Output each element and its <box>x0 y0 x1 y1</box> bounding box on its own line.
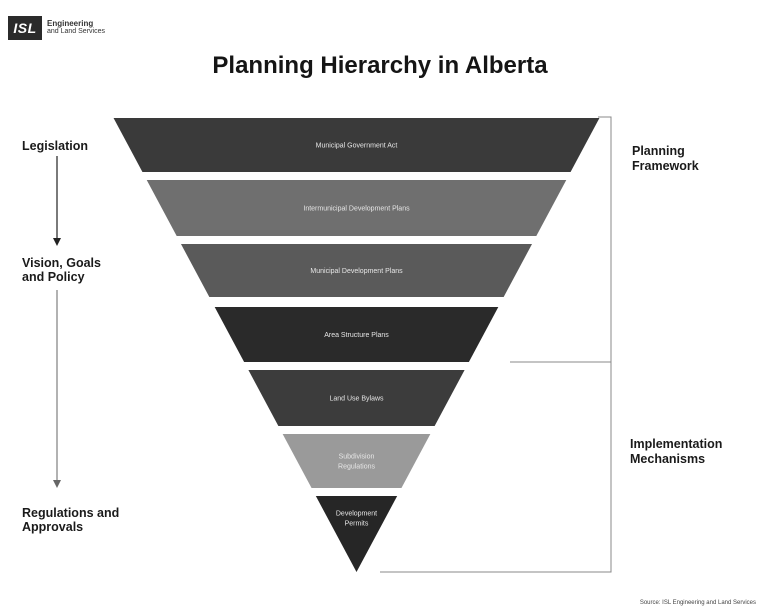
arrow-head-upper <box>53 238 61 246</box>
logo-mark: ISL <box>8 16 42 40</box>
pyramid-level-2 <box>146 180 567 236</box>
label-implementation-line-1: Implementation <box>630 437 723 451</box>
bracket-implementation <box>380 361 612 573</box>
label-vision-line-1: Vision, Goals <box>22 256 101 270</box>
label-regulations-approvals: Regulations and Approvals <box>22 506 119 534</box>
pyramid-level-3-label: Municipal Development Plans <box>310 268 403 275</box>
pyramid-level-6 <box>282 434 431 488</box>
left-arrows <box>53 156 61 488</box>
label-vision-goals-policy: Vision, Goals and Policy <box>22 256 101 284</box>
label-vision-line-2: and Policy <box>22 270 85 284</box>
label-legislation: Legislation <box>22 139 88 153</box>
right-brackets <box>380 116 612 573</box>
label-regulations-line-1: Regulations and <box>22 506 120 520</box>
pyramid-level-4-label: Area Structure Plans <box>324 332 389 339</box>
pyramid-level-5-label: Land Use Bylaws <box>329 396 384 403</box>
page-title: Planning Hierarchy in Alberta <box>212 52 548 79</box>
label-implementation-mechanisms: Implementation Mechanisms <box>630 437 722 467</box>
pyramid-level-6-label: Regulations <box>338 464 375 471</box>
isl-logo: ISL Engineering and Land Services <box>8 16 105 40</box>
pyramid-level-6-label: Subdivision <box>339 454 375 461</box>
label-implementation-line-2: Mechanisms <box>630 452 706 466</box>
source-note: Source: ISL Engineering and Land Service… <box>639 600 756 606</box>
label-regulations-line-2: Approvals <box>22 520 84 534</box>
logo-line-1: Engineering <box>47 19 94 28</box>
pyramid-level-2-label: Intermunicipal Development Plans <box>303 206 410 213</box>
pyramid-level-7 <box>315 496 398 572</box>
pyramid-level-3 <box>180 244 533 297</box>
logo-text: Engineering and Land Services <box>47 20 105 36</box>
arrow-head-lower <box>53 480 61 488</box>
pyramid-level-7-label: Development <box>336 511 377 518</box>
pyramid-level-1-label: Municipal Government Act <box>316 143 398 150</box>
pyramid-level-5 <box>248 370 465 426</box>
label-framework-line-2: Framework <box>632 159 699 173</box>
logo-line-2: and Land Services <box>47 28 105 35</box>
pyramid-level-4 <box>214 307 499 362</box>
label-planning-framework: Planning Framework <box>632 144 699 174</box>
pyramid-level-7-label: Permits <box>345 521 369 528</box>
label-framework-line-1: Planning <box>632 144 685 158</box>
pyramid-level-1 <box>113 118 600 172</box>
